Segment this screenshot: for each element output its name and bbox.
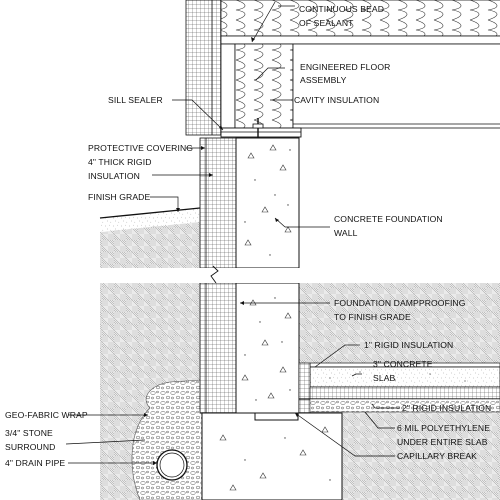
label-concrete-slab-2: SLAB <box>373 373 396 383</box>
label-drain-pipe: 4" DRAIN PIPE <box>5 458 65 468</box>
leader-arrows <box>144 37 299 465</box>
label-concrete-slab-1: 3" CONCRETE <box>373 359 433 369</box>
label-dampproofing-1: FOUNDATION DAMPPROOFING <box>334 298 466 308</box>
label-engineered-floor-1: ENGINEERED FLOOR <box>300 62 390 72</box>
label-concrete-wall-2: WALL <box>334 228 358 238</box>
label-finish-grade: FINISH GRADE <box>88 192 150 202</box>
concrete-foundation-wall <box>235 137 300 414</box>
label-continuous-bead-2: OF SEALANT <box>299 18 354 28</box>
label-geo-fabric: GEO-FABRIC WRAP <box>5 410 88 420</box>
label-engineered-floor-2: ASSEMBLY <box>300 75 347 85</box>
label-protective-covering: PROTECTIVE COVERING <box>88 143 193 153</box>
finish-grade-surface <box>99 207 201 232</box>
label-concrete-wall-1: CONCRETE FOUNDATION <box>334 214 443 224</box>
drain-pipe <box>156 449 188 481</box>
floor-framing <box>220 0 500 138</box>
label-polyethylene-2: UNDER ENTIRE SLAB <box>397 437 488 447</box>
slab-assembly <box>298 362 500 414</box>
label-rigid-insulation-4-1: 4" THICK RIGID <box>88 157 152 167</box>
label-stone-surround-2: SURROUND <box>5 442 55 452</box>
concrete-footing <box>201 412 343 500</box>
label-stone-surround-1: 3/4" STONE <box>5 428 53 438</box>
label-rigid-insulation-2: 2" RIGID INSULATION <box>402 403 491 413</box>
label-sill-sealer: SILL SEALER <box>108 95 163 105</box>
leader-lines <box>65 1 400 464</box>
break-line <box>98 265 500 284</box>
label-polyethylene-1: 6 MIL POLYETHYLENE <box>397 423 490 433</box>
rigid-insulation-exterior <box>199 137 237 414</box>
label-rigid-insulation-1: 1" RIGID INSULATION <box>364 340 453 350</box>
annotation-labels: CONTINUOUS BEAD OF SEALANT ENGINEERED FL… <box>5 4 491 468</box>
label-continuous-bead-1: CONTINUOUS BEAD <box>299 4 384 14</box>
label-rigid-insulation-4-2: INSULATION <box>88 171 140 181</box>
label-capillary-break: CAPILLARY BREAK <box>397 451 477 461</box>
label-dampproofing-2: TO FINISH GRADE <box>334 312 411 322</box>
upper-wall-grid <box>185 0 222 136</box>
label-cavity-insulation: CAVITY INSULATION <box>294 95 379 105</box>
